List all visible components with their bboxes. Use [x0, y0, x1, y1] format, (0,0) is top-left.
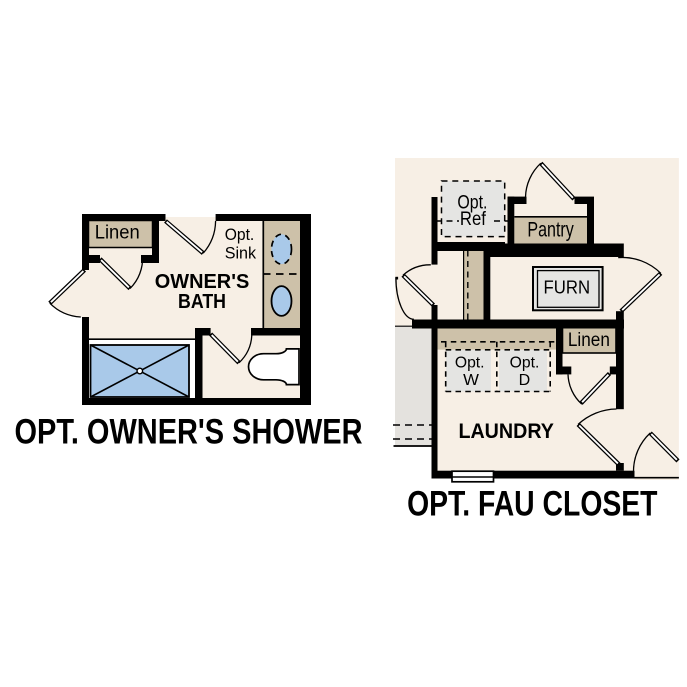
svg-text:OPT. FAU CLOSET: OPT. FAU CLOSET — [407, 485, 657, 524]
svg-text:Ref: Ref — [460, 208, 486, 230]
svg-text:FURN: FURN — [544, 277, 591, 298]
svg-text:Sink: Sink — [225, 243, 257, 262]
svg-text:OPT. OWNER'S SHOWER: OPT. OWNER'S SHOWER — [15, 412, 363, 451]
svg-text:D: D — [519, 372, 531, 389]
svg-text:Linen: Linen — [568, 329, 610, 351]
svg-text:Opt.: Opt. — [455, 354, 485, 371]
svg-text:Pantry: Pantry — [527, 219, 574, 242]
svg-text:BATH: BATH — [178, 291, 226, 313]
svg-text:Opt.: Opt. — [225, 225, 255, 244]
svg-text:OWNER'S: OWNER'S — [155, 271, 250, 293]
svg-text:Linen: Linen — [95, 223, 140, 244]
svg-text:LAUNDRY: LAUNDRY — [458, 419, 554, 443]
svg-text:Opt.: Opt. — [457, 191, 487, 213]
svg-text:W: W — [463, 372, 480, 389]
svg-text:Opt.: Opt. — [510, 354, 540, 371]
